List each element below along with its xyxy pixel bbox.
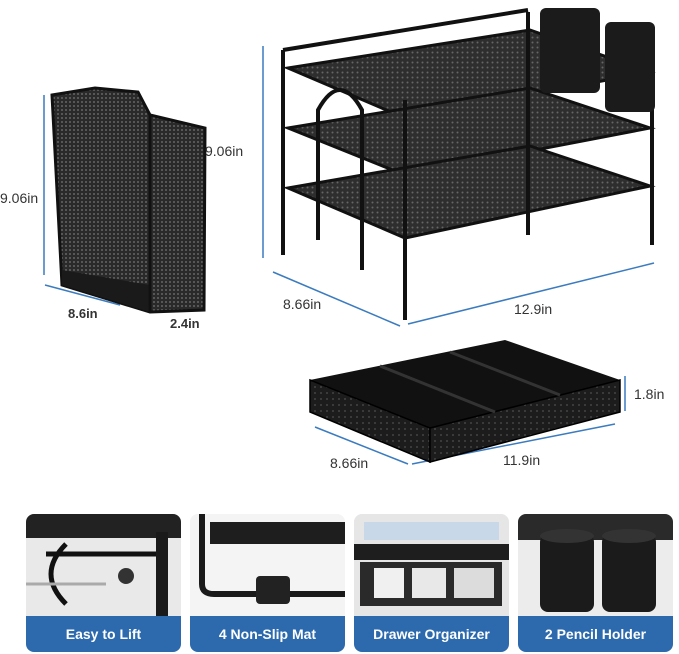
non-slip-mat-image	[190, 514, 345, 616]
drawer-height-label: 1.8in	[634, 386, 665, 402]
file-holder-depth-label: 8.6in	[68, 306, 98, 321]
drawer-organizer-image	[354, 514, 509, 616]
feature-thumb-non-slip: 4 Non-Slip Mat	[190, 514, 345, 652]
feature-label: 2 Pencil Holder	[518, 616, 673, 652]
feature-thumb-easy-lift: Easy to Lift	[26, 514, 181, 652]
feature-label: Easy to Lift	[26, 616, 181, 652]
file-holder-height-label: 9.06in	[0, 190, 39, 206]
file-holder-width-label: 2.4in	[170, 316, 200, 331]
easy-lift-image	[26, 514, 181, 616]
feature-thumb-pencil: 2 Pencil Holder	[518, 514, 673, 652]
drawer-width-label: 11.9in	[503, 452, 541, 468]
feature-label: Drawer Organizer	[354, 616, 509, 652]
pencil-holder-image	[518, 514, 673, 616]
feature-thumb-drawer: Drawer Organizer	[354, 514, 509, 652]
rack-height-label: 9.06in	[205, 143, 244, 159]
feature-label: 4 Non-Slip Mat	[190, 616, 345, 652]
rack-width-label: 12.9in	[514, 301, 553, 317]
drawer-depth-label: 8.66in	[330, 455, 369, 471]
rack-depth-label: 8.66in	[283, 296, 322, 312]
